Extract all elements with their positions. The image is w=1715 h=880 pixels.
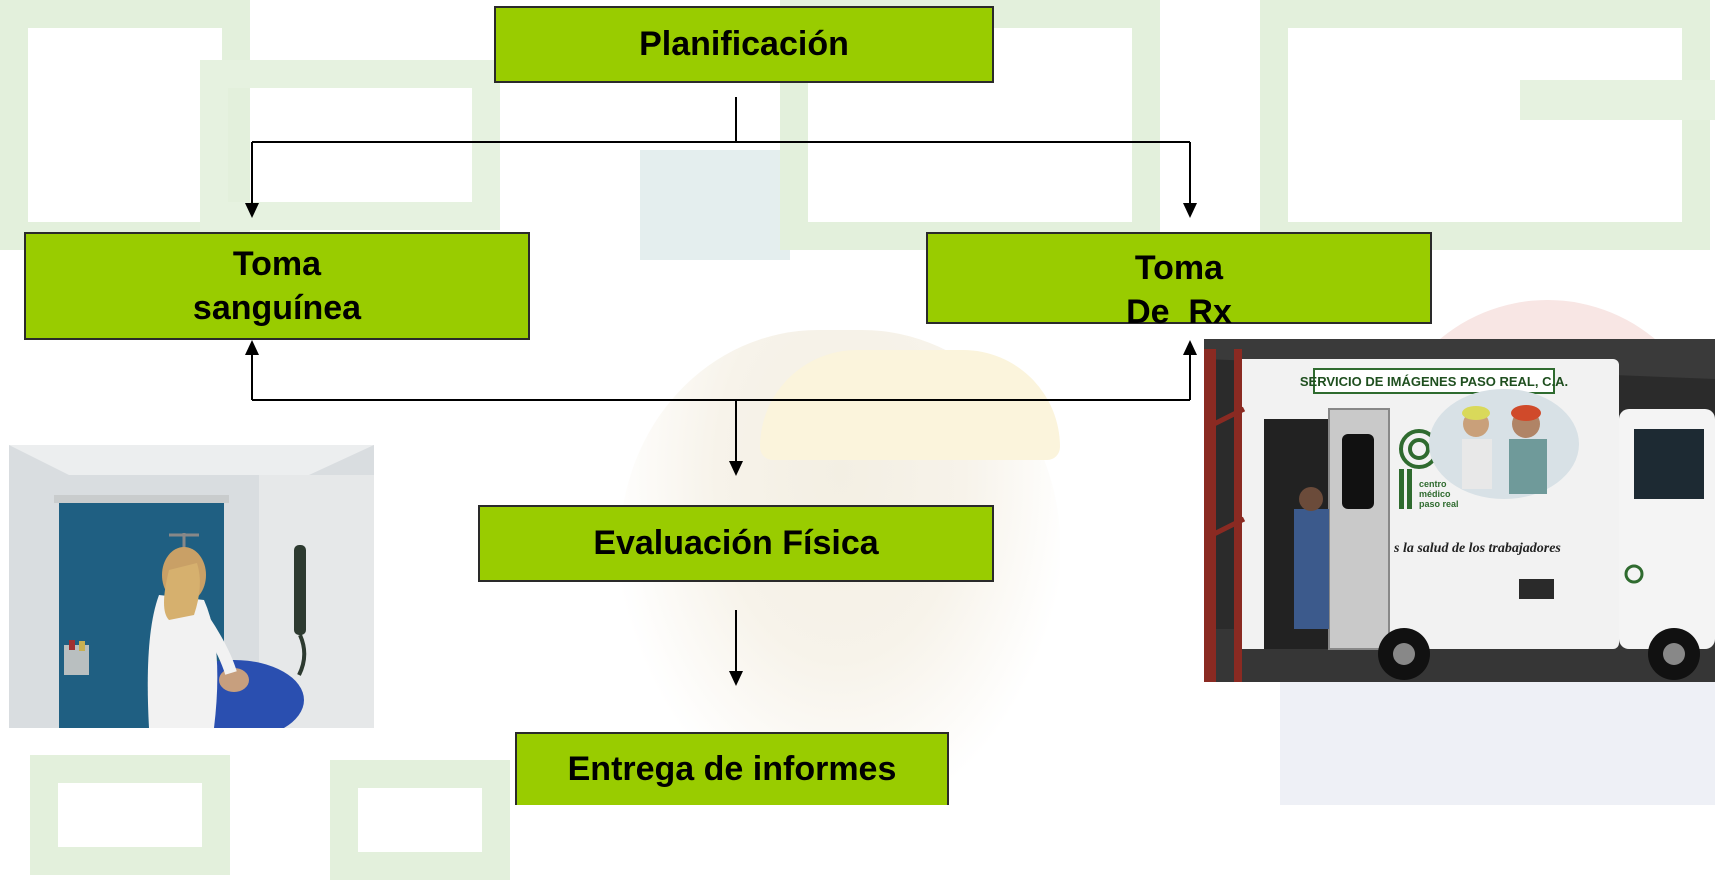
arrowhead-to-rx [1183,203,1197,218]
node-toma-sanguinea: Toma sanguínea [24,232,530,340]
arrowhead-to-sanguinea [245,203,259,218]
arrowhead-to-evaluacion [729,461,743,476]
node-evaluacion-label: Evaluación Física [593,524,879,563]
exam-room-photo [9,445,374,728]
vehicle-sign-text: SERVICIO DE IMÁGENES PASO REAL, C.A. [1300,374,1568,389]
node-toma-sanguinea-line2: sanguínea [192,289,362,327]
node-evaluacion-fisica: Evaluación Física [478,505,994,582]
watermark-helmet [760,350,1060,460]
arrowhead-up-sanguinea [245,340,259,355]
node-toma-rx: Toma De Rx [926,232,1432,331]
arrowhead-up-rx [1183,340,1197,355]
vehicle-logo-line3: paso real [1419,499,1459,509]
watermark-bar-2 [1520,80,1715,120]
vehicle-logo-line2: médico [1419,489,1451,499]
vehicle-slogan-text: s la salud de los trabajadores [1393,541,1561,556]
node-entrega-label: Entrega de informes [567,750,897,789]
node-entrega-informes: Entrega de informes [515,732,949,805]
flow-connectors [245,97,1197,686]
node-toma-sanguinea-line1: Toma [232,244,322,283]
vehicle-logo-line1: centro [1419,479,1447,489]
arrowhead-to-entrega [729,671,743,686]
mobile-xray-unit-photo: SERVICIO DE IMÁGENES PASO REAL, C.A. cen… [1204,339,1715,682]
watermark-bar-1 [640,150,790,260]
node-toma-rx-line2: De Rx [1126,293,1232,332]
node-planificacion-label: Planificación [639,25,849,64]
node-toma-rx-line1: Toma [1134,249,1224,287]
node-planificacion: Planificación [494,6,994,83]
